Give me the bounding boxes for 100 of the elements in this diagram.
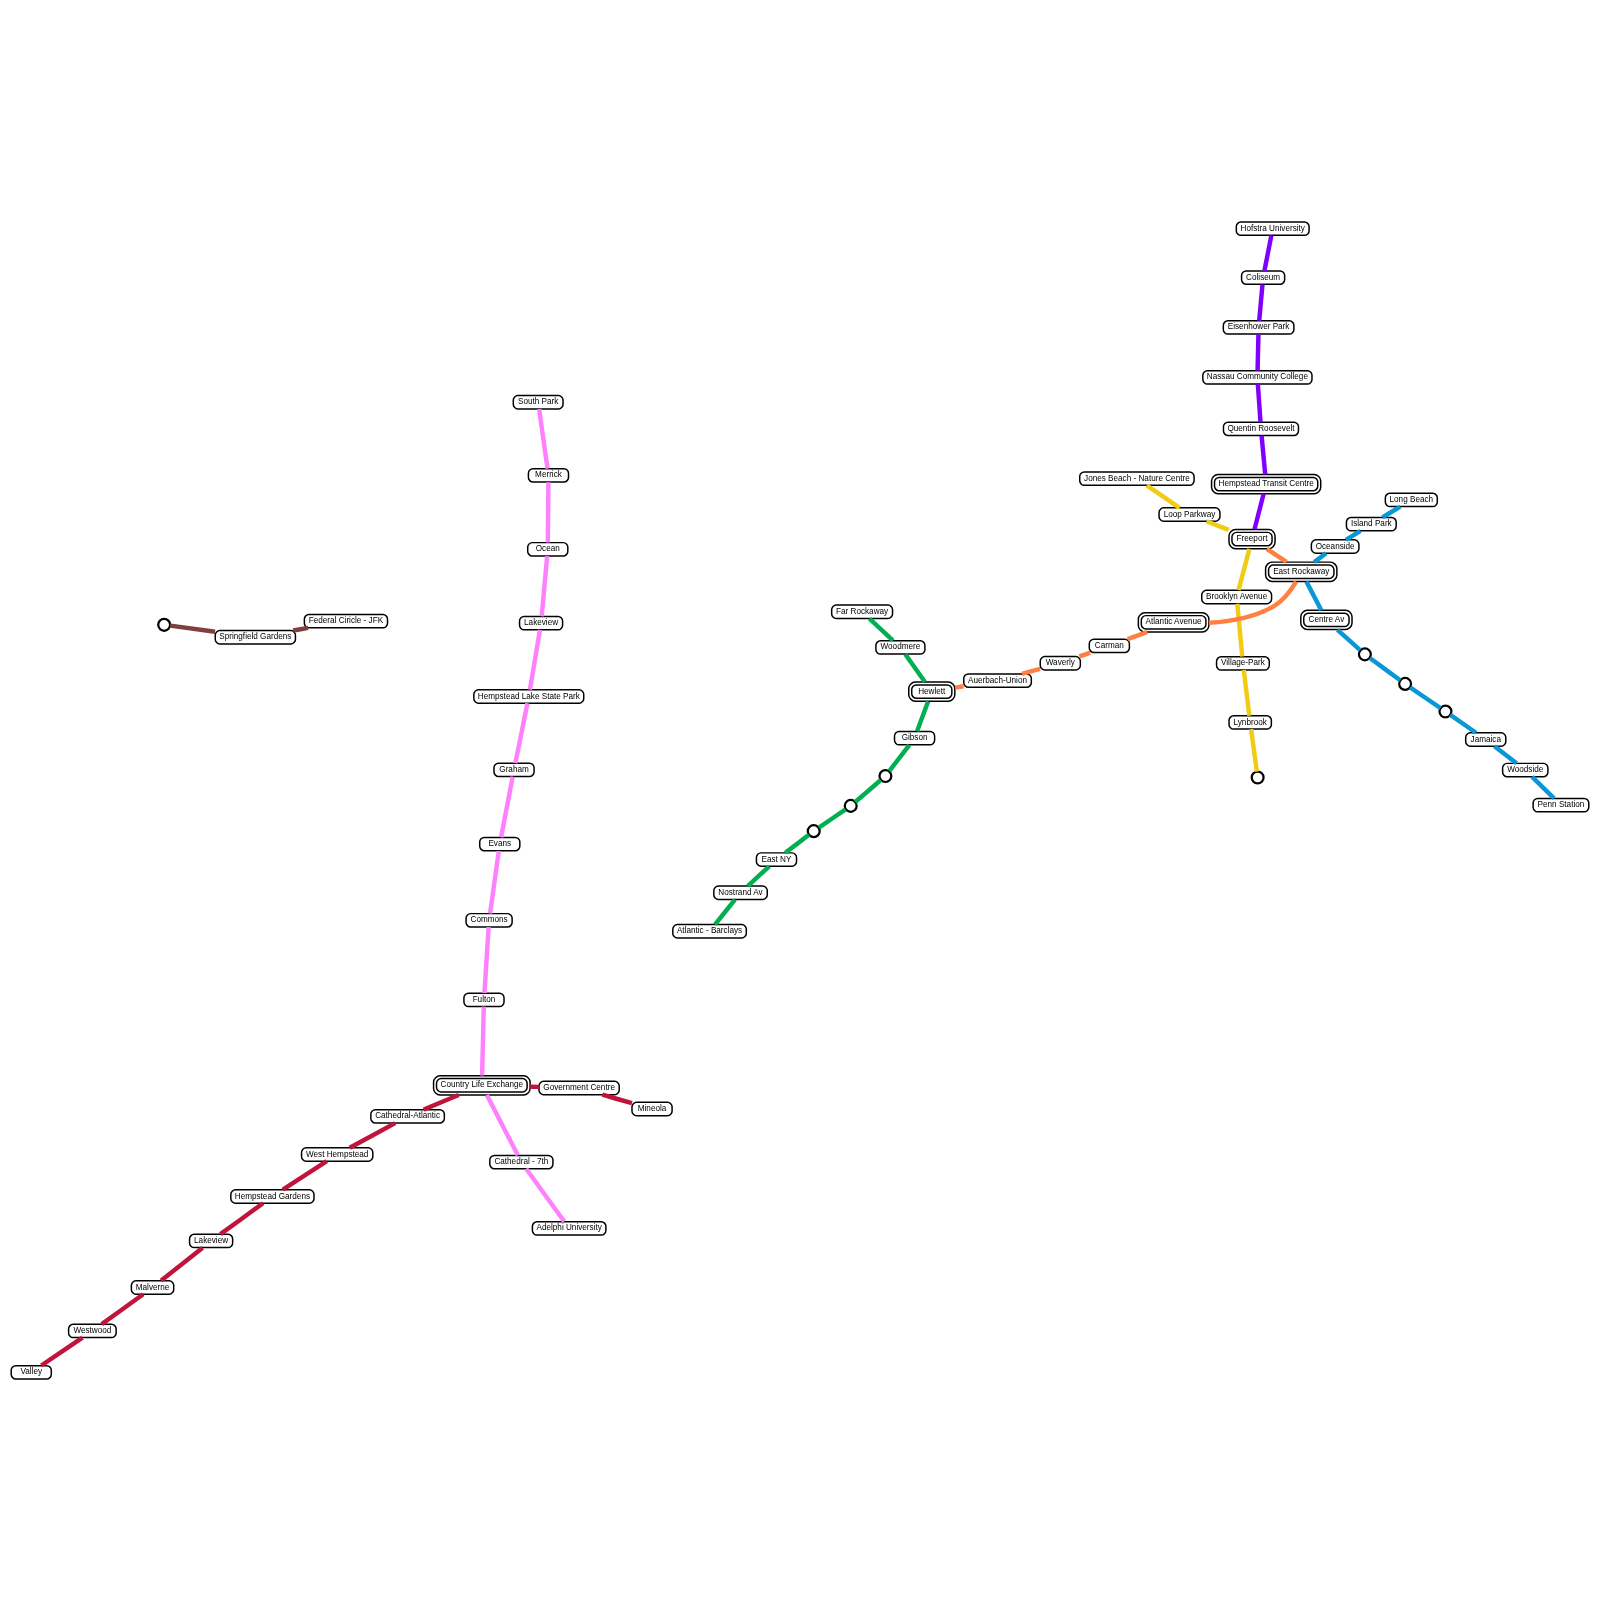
node-box: Nassau Community College <box>1202 369 1313 385</box>
node-box: Westwood <box>67 1323 117 1338</box>
connector <box>545 481 551 542</box>
connector <box>422 1092 460 1112</box>
connector <box>713 897 737 926</box>
node-box: Cathedral-Atlantic <box>370 1108 446 1124</box>
connector <box>903 652 927 683</box>
connector <box>487 850 502 914</box>
node-box: Oceanside <box>1310 538 1360 554</box>
node-circle <box>1398 676 1413 691</box>
node-box: Federal Ciricle - JFK <box>303 613 389 629</box>
connector <box>281 1158 328 1192</box>
node-box: Jones Beach - Nature Centre <box>1079 470 1195 486</box>
node-box: Atlantic - Barclays <box>672 923 748 939</box>
connector <box>219 1201 265 1236</box>
node-box: Jamaica <box>1464 731 1507 747</box>
node-circle <box>1438 704 1453 719</box>
node-box: Malverne <box>130 1279 175 1295</box>
connector <box>1252 492 1266 530</box>
connector <box>1248 728 1260 772</box>
connector <box>1256 283 1265 321</box>
node-box: Woodside <box>1501 762 1549 777</box>
node-box: Hofstra University <box>1235 220 1310 236</box>
connector <box>1236 547 1252 591</box>
node-circle <box>806 823 821 838</box>
node-box: Auerbach-Union <box>963 672 1033 688</box>
connector <box>1381 504 1402 519</box>
connector <box>527 629 543 690</box>
node-box: Adelphi University <box>531 1220 607 1236</box>
connector <box>1241 669 1252 716</box>
node-box: Island Park <box>1345 516 1397 532</box>
connector <box>915 700 931 732</box>
node-box: Loop Parkway <box>1158 506 1221 522</box>
node-circle <box>1357 646 1372 661</box>
node-box: Lynbrook <box>1228 714 1273 730</box>
node-box: Woodmere <box>875 639 926 655</box>
node-box: Far Rockaway <box>830 603 894 619</box>
connector <box>1255 333 1261 371</box>
node-box: Government Centre <box>538 1080 620 1095</box>
connector <box>954 683 964 690</box>
connector <box>536 408 550 469</box>
node-box: Eisenhower Park <box>1222 319 1295 335</box>
node-box: East NY <box>755 851 798 867</box>
connector <box>530 1083 539 1089</box>
connector <box>1259 435 1268 474</box>
connector <box>1344 528 1362 542</box>
connector <box>539 555 550 617</box>
connector <box>1493 744 1518 765</box>
node-box: Mineola <box>631 1101 673 1116</box>
connector <box>1262 234 1274 271</box>
connector <box>348 1120 397 1150</box>
connector <box>1126 629 1148 641</box>
connector <box>867 616 895 642</box>
node-box: Nostrand Av <box>713 884 768 900</box>
node-box: Lakeview <box>518 615 564 631</box>
node-box: Lakeview <box>188 1232 234 1248</box>
connector <box>817 807 847 829</box>
connector <box>1021 666 1041 676</box>
node-box: Valley <box>10 1364 53 1380</box>
node-box: Coliseum <box>1240 269 1286 285</box>
connector <box>1255 383 1263 422</box>
connector <box>159 1245 204 1282</box>
node-box: Hempstead Gardens <box>230 1188 315 1204</box>
connector <box>292 625 309 633</box>
connector <box>40 1335 84 1367</box>
node-box: Quentin Roosevelt <box>1222 420 1300 436</box>
connector <box>1208 579 1299 625</box>
connector <box>498 775 515 838</box>
node-box: Brooklyn Avenue <box>1201 589 1273 604</box>
node-box: Ocean <box>526 541 569 557</box>
node-box: West Hempstead <box>300 1146 374 1162</box>
connector <box>853 777 883 804</box>
connector <box>746 864 771 888</box>
connector <box>1205 518 1230 532</box>
node-circle <box>1250 769 1265 785</box>
node-box: Gibson <box>893 730 936 746</box>
connector <box>1265 546 1288 564</box>
node-circle <box>878 768 893 783</box>
connector <box>1335 627 1362 652</box>
node-box: Hempstead Lake State Park <box>473 688 585 704</box>
connector <box>783 832 811 855</box>
connector <box>601 1092 633 1105</box>
node-box: Evans <box>479 836 521 851</box>
connector <box>1312 550 1328 564</box>
connector <box>484 1093 520 1156</box>
node-box: Fulton <box>463 991 505 1007</box>
node-box: Village-Park <box>1215 655 1270 671</box>
connector <box>1408 684 1442 710</box>
connector <box>479 1006 487 1076</box>
node-box: Graham <box>493 761 535 777</box>
connector <box>100 1291 145 1326</box>
connector <box>1304 579 1324 611</box>
connector <box>1078 650 1091 659</box>
node-box: Springfield Gardens <box>214 629 297 645</box>
connector <box>1449 712 1478 735</box>
node-box: Commons <box>465 912 513 928</box>
connector <box>1368 655 1402 682</box>
connector <box>887 743 912 772</box>
connector <box>482 926 491 993</box>
connector <box>513 702 530 763</box>
